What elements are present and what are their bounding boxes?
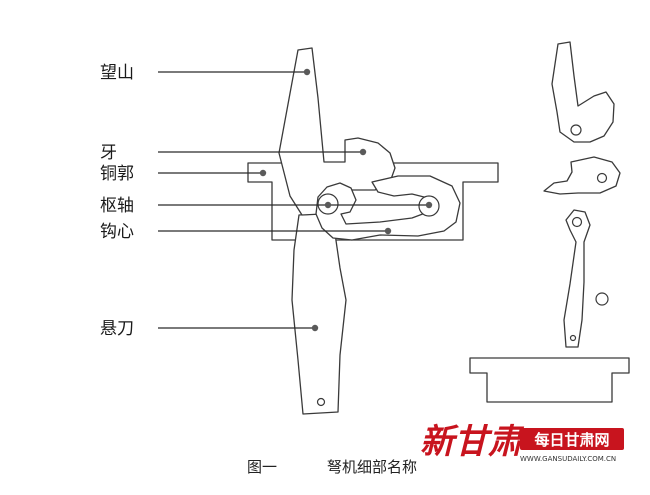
pivot-pin-detached bbox=[595, 292, 609, 306]
dot-tongguo bbox=[259, 169, 267, 177]
watermark-box bbox=[520, 428, 624, 450]
hook-detached bbox=[543, 156, 621, 195]
dot-wangshan bbox=[303, 68, 311, 76]
hook-detached-hole bbox=[596, 172, 608, 184]
housing-detached bbox=[469, 357, 630, 403]
sight-post-detached bbox=[551, 41, 615, 143]
trigger-detached-hole-bottom bbox=[569, 334, 577, 342]
trigger-detached-hole-top bbox=[571, 216, 583, 228]
trigger-blade bbox=[291, 212, 347, 415]
caption-title: 弩机细部名称 bbox=[327, 458, 417, 476]
label-shuzhou: 枢轴 bbox=[100, 196, 134, 216]
label-ya: 牙 bbox=[100, 143, 117, 163]
watermark-box-text: 每日甘肃网 bbox=[534, 431, 609, 449]
exploded-parts bbox=[469, 41, 630, 403]
dot-shuzhou-right bbox=[425, 201, 433, 209]
caption-number: 图一 bbox=[247, 458, 277, 476]
label-wangshan: 望山 bbox=[100, 63, 134, 83]
label-xuandao: 悬刀 bbox=[100, 319, 134, 339]
trigger-detached bbox=[563, 209, 591, 348]
label-gouxin: 钩心 bbox=[100, 222, 134, 242]
sight-post-detached-hole bbox=[570, 124, 582, 136]
sight-post bbox=[278, 47, 396, 216]
caption: 图一 弩机细部名称 bbox=[247, 458, 417, 476]
labels: 望山 牙 铜郭 枢轴 钩心 悬刀 bbox=[100, 63, 134, 339]
dot-gouxin bbox=[384, 227, 392, 235]
watermark-url: WWW.GANSUDAILY.COM.CN bbox=[520, 455, 616, 463]
assembled-mechanism bbox=[247, 47, 499, 415]
dot-xuandao bbox=[311, 324, 319, 332]
watermark: 新甘肃 每日甘肃网 WWW.GANSUDAILY.COM.CN bbox=[420, 422, 624, 463]
trigger-hole bbox=[316, 397, 326, 407]
dot-ya bbox=[359, 148, 367, 156]
label-tongguo: 铜郭 bbox=[100, 164, 134, 184]
watermark-brand: 新甘肃 bbox=[420, 422, 527, 462]
leaders bbox=[158, 68, 433, 332]
dot-shuzhou-left bbox=[324, 201, 332, 209]
